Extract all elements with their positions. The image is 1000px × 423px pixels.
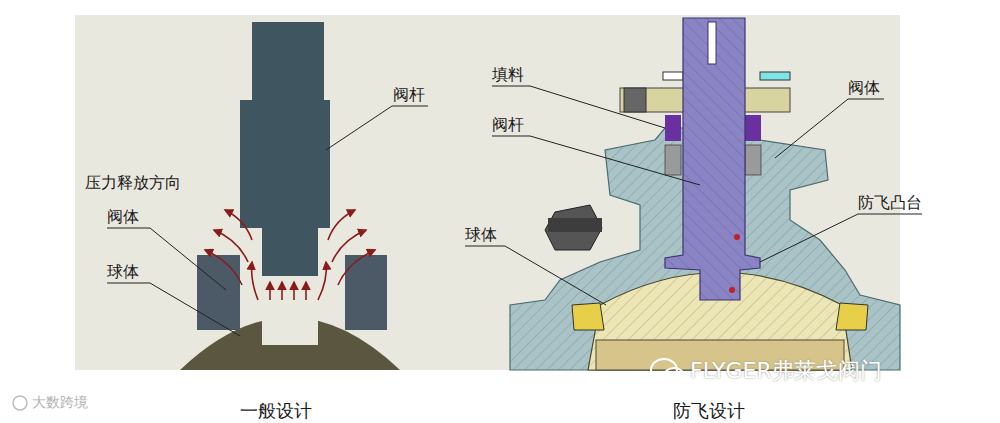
wechat-icon [651,359,684,384]
anti-blowout-figure [510,18,900,370]
part-label: 阀体 [848,79,880,97]
part-label: 球体 [465,226,497,244]
part-label: 球体 [107,263,139,281]
part-label: 阀体 [107,208,139,226]
part-label: 防飞凸台 [858,194,922,212]
panel-ground [75,15,900,370]
flow-label: 压力释放方向 [85,174,181,192]
watermark: FLYGER弗莱戈阀门 [690,358,882,383]
part-label: 阀杆 [492,116,524,134]
part-label: 阀杆 [393,86,425,104]
figure-caption: 防飞设计 [673,400,745,421]
brand-icon [13,396,27,410]
part-label: 填料 [492,66,524,84]
watermark: 大数跨境 [32,394,88,410]
general-design-figure [180,22,400,370]
leader-lines [107,86,922,336]
figure-caption: 一般设计 [240,400,312,421]
